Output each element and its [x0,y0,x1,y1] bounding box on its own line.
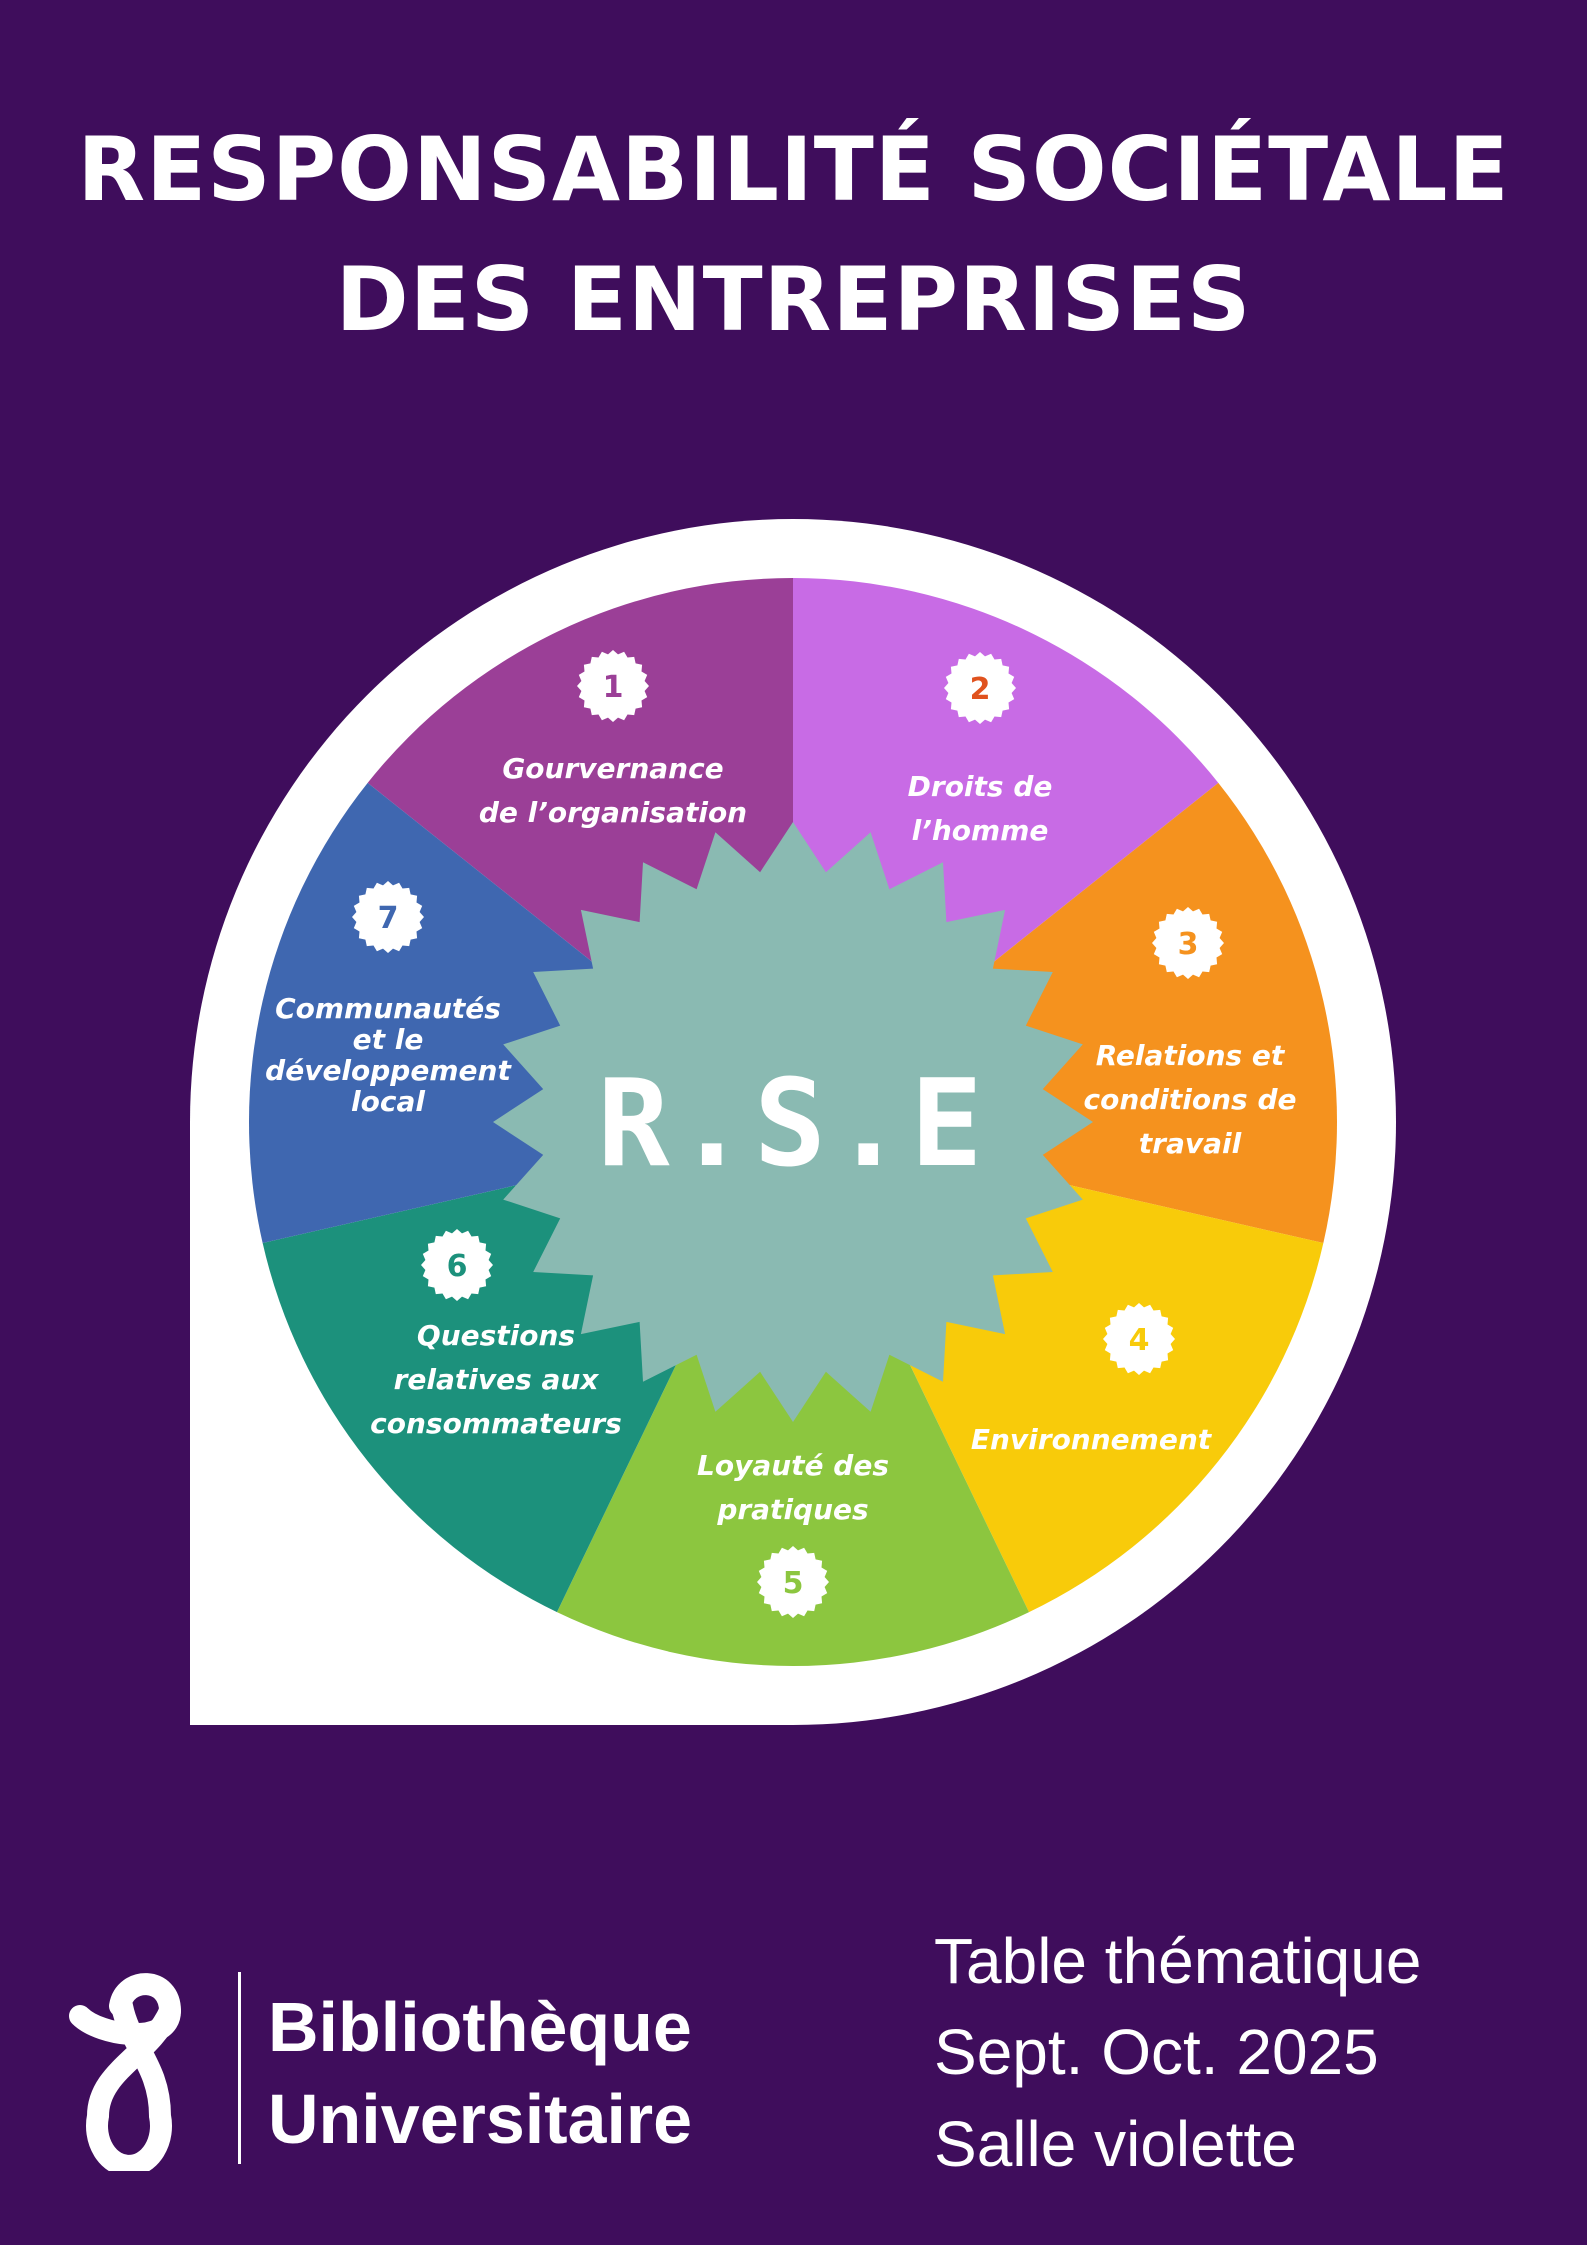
badge-number: 3 [1178,927,1199,962]
badge-shape [757,1546,829,1618]
badge-number: 6 [447,1249,468,1284]
segment-label-6: consommateurs [370,1407,622,1440]
number-badge-4: 4 [1103,1303,1175,1375]
badge-number: 4 [1129,1323,1150,1358]
segment-label-1: Gourvernance [502,752,723,785]
segment-label-6: relatives aux [394,1363,600,1396]
badge-shape [1152,907,1224,979]
info-event: Table thématique [934,1925,1422,1997]
number-badge-1: 1 [577,650,649,722]
segment-label-7: développement [265,1054,512,1087]
segment-label-7: Communautés [275,992,501,1025]
number-badge-3: 3 [1152,907,1224,979]
number-badge-7: 7 [352,881,424,953]
title-line-2: DES ENTREPRISES [335,248,1252,351]
segment-label-6: Questions [417,1319,575,1352]
segment-label-2: l’homme [912,814,1049,847]
center-label: R.S.E [597,1055,988,1194]
segment-label-7: et le [353,1023,424,1056]
number-badge-2: 2 [944,652,1016,724]
center-star [493,822,1093,1422]
number-badge-5: 5 [757,1546,829,1618]
segment-label-3: Relations et [1096,1039,1286,1072]
badge-shape [577,650,649,722]
segment-label-4: Environnement [971,1423,1213,1456]
library-logo-icon [69,1973,182,2171]
badge-number: 7 [378,901,399,936]
segment-label-1: de l’organisation [479,796,747,829]
number-badge-6: 6 [421,1229,493,1301]
badge-shape [421,1229,493,1301]
badge-number: 1 [603,670,624,705]
badge-number: 5 [783,1566,804,1601]
segment-label-3: travail [1139,1127,1242,1160]
badge-shape [1103,1303,1175,1375]
badge-shape [352,881,424,953]
segment-label-5: Loyauté des [697,1449,889,1482]
info-location: Salle violette [934,2108,1297,2180]
segment-label-7: local [351,1085,425,1118]
badge-number: 2 [970,672,991,707]
info-dates: Sept. Oct. 2025 [934,2016,1379,2088]
library-name-line-1: Bibliothèque [268,1988,692,2066]
segment-label-2: Droits de [908,770,1053,803]
logo-divider [238,1972,241,2164]
segment-label-3: conditions de [1083,1083,1296,1116]
library-name-line-2: Universitaire [268,2080,693,2158]
title-line-1: RESPONSABILITÉ SOCIÉTALE [77,118,1510,221]
segment-label-5: pratiques [716,1493,868,1526]
badge-shape [944,652,1016,724]
